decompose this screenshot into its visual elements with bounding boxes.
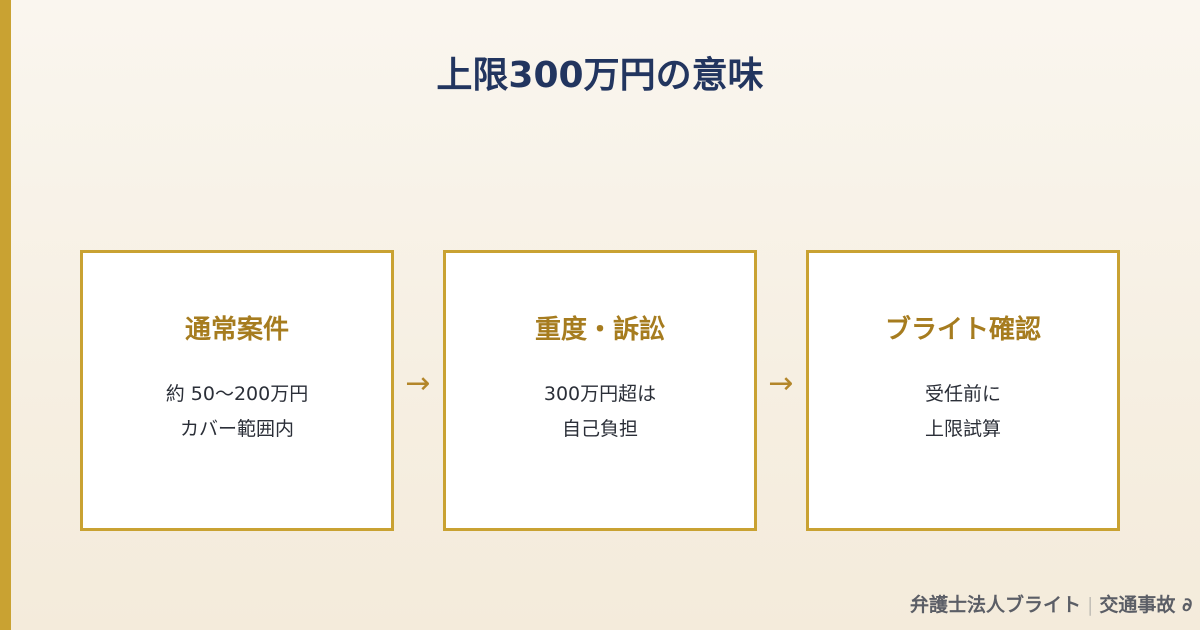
step-line: 受任前に	[924, 383, 1001, 405]
step-line: カバー範囲内	[179, 418, 294, 440]
step-line: 自己負担	[561, 418, 638, 440]
footer-category: 交通事故 ∂	[1099, 594, 1193, 616]
footer-brand-name: 弁護士法人ブライト	[910, 594, 1082, 616]
footer-brand: 弁護士法人ブライト|交通事故 ∂	[910, 590, 1192, 617]
step-card-severe-litigation: 重度・訴訟 300万円超は 自己負担	[443, 250, 757, 531]
step-card-bright-check: ブライト確認 受任前に 上限試算	[806, 250, 1120, 531]
step-title: ブライト確認	[884, 315, 1041, 345]
arrow-right-icon: →	[768, 366, 794, 401]
arrow-right-icon: →	[405, 366, 431, 401]
step-line: 300万円超は	[543, 383, 657, 405]
step-title: 重度・訴訟	[534, 315, 665, 345]
page-title: 上限300万円の意味	[436, 55, 764, 96]
footer-separator: |	[1087, 594, 1094, 616]
step-line: 上限試算	[924, 418, 1001, 440]
left-accent-bar	[0, 0, 11, 630]
step-card-normal-case: 通常案件 約 50〜200万円 カバー範囲内	[80, 250, 394, 531]
step-title: 通常案件	[184, 315, 289, 345]
step-line: 約 50〜200万円	[165, 383, 309, 405]
